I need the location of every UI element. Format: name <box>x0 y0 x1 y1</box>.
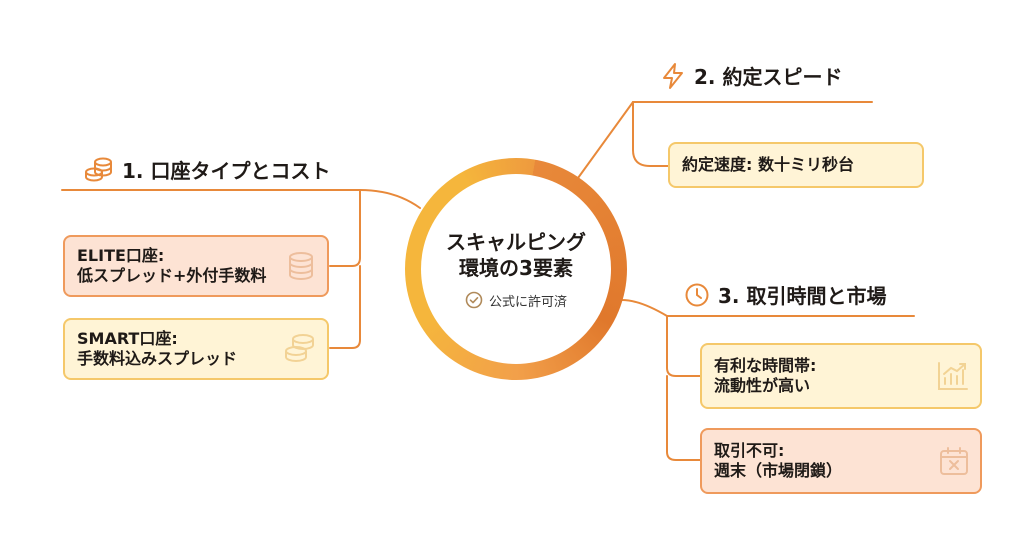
chart-up-icon <box>938 362 968 390</box>
center-subtitle: 公式に許可済 <box>465 291 567 310</box>
center-title: スキャルピング 環境の3要素 <box>446 229 586 281</box>
branch-heading-market: 3. 取引時間と市場 <box>684 280 886 309</box>
coin-stack-icon <box>285 334 314 362</box>
coins-icon <box>85 157 112 181</box>
calendar-x-icon <box>940 447 968 475</box>
branch-heading-speed: 2. 約定スピード <box>660 61 842 90</box>
center-title-line1: スキャルピング <box>446 229 586 254</box>
center-hub: スキャルピング 環境の3要素 公式に許可済 <box>405 158 627 380</box>
card-line1: 有利な時間帯: <box>714 356 817 375</box>
card-execution-speed: 約定速度: 数十ミリ秒台 <box>668 142 924 188</box>
card-line1: 取引不可: <box>714 441 785 460</box>
lightning-icon <box>663 62 683 89</box>
card-line1: 約定速度: 数十ミリ秒台 <box>682 155 854 174</box>
card-line2: 週末（市場閉鎖） <box>714 461 843 480</box>
center-title-line2: 環境の3要素 <box>459 255 573 280</box>
card-smart-account: SMART口座: 手数料込みスプレッド <box>63 318 329 380</box>
heading-text: 2. 約定スピード <box>694 65 843 89</box>
card-line1: SMART口座: <box>77 329 178 348</box>
center-hub-content: スキャルピング 環境の3要素 公式に許可済 <box>421 174 611 364</box>
check-circle-icon <box>465 291 483 309</box>
card-line2: 流動性が高い <box>714 376 811 395</box>
clock-icon <box>685 283 709 306</box>
card-favorable-hours: 有利な時間帯: 流動性が高い <box>700 343 982 409</box>
card-elite-account: ELITE口座: 低スプレッド+外付手数料 <box>63 235 329 297</box>
heading-text: 3. 取引時間と市場 <box>718 284 887 308</box>
card-line1: ELITE口座: <box>77 246 165 265</box>
branch-heading-accounts: 1. 口座タイプとコスト <box>84 155 330 184</box>
card-line2: 手数料込みスプレッド <box>77 349 238 368</box>
center-sub-text: 公式に許可済 <box>488 294 567 310</box>
card-line2: 低スプレッド+外付手数料 <box>77 266 267 285</box>
heading-text: 1. 口座タイプとコスト <box>122 159 331 183</box>
card-no-trading: 取引不可: 週末（市場閉鎖） <box>700 428 982 494</box>
coin-stack-icon <box>289 252 313 280</box>
